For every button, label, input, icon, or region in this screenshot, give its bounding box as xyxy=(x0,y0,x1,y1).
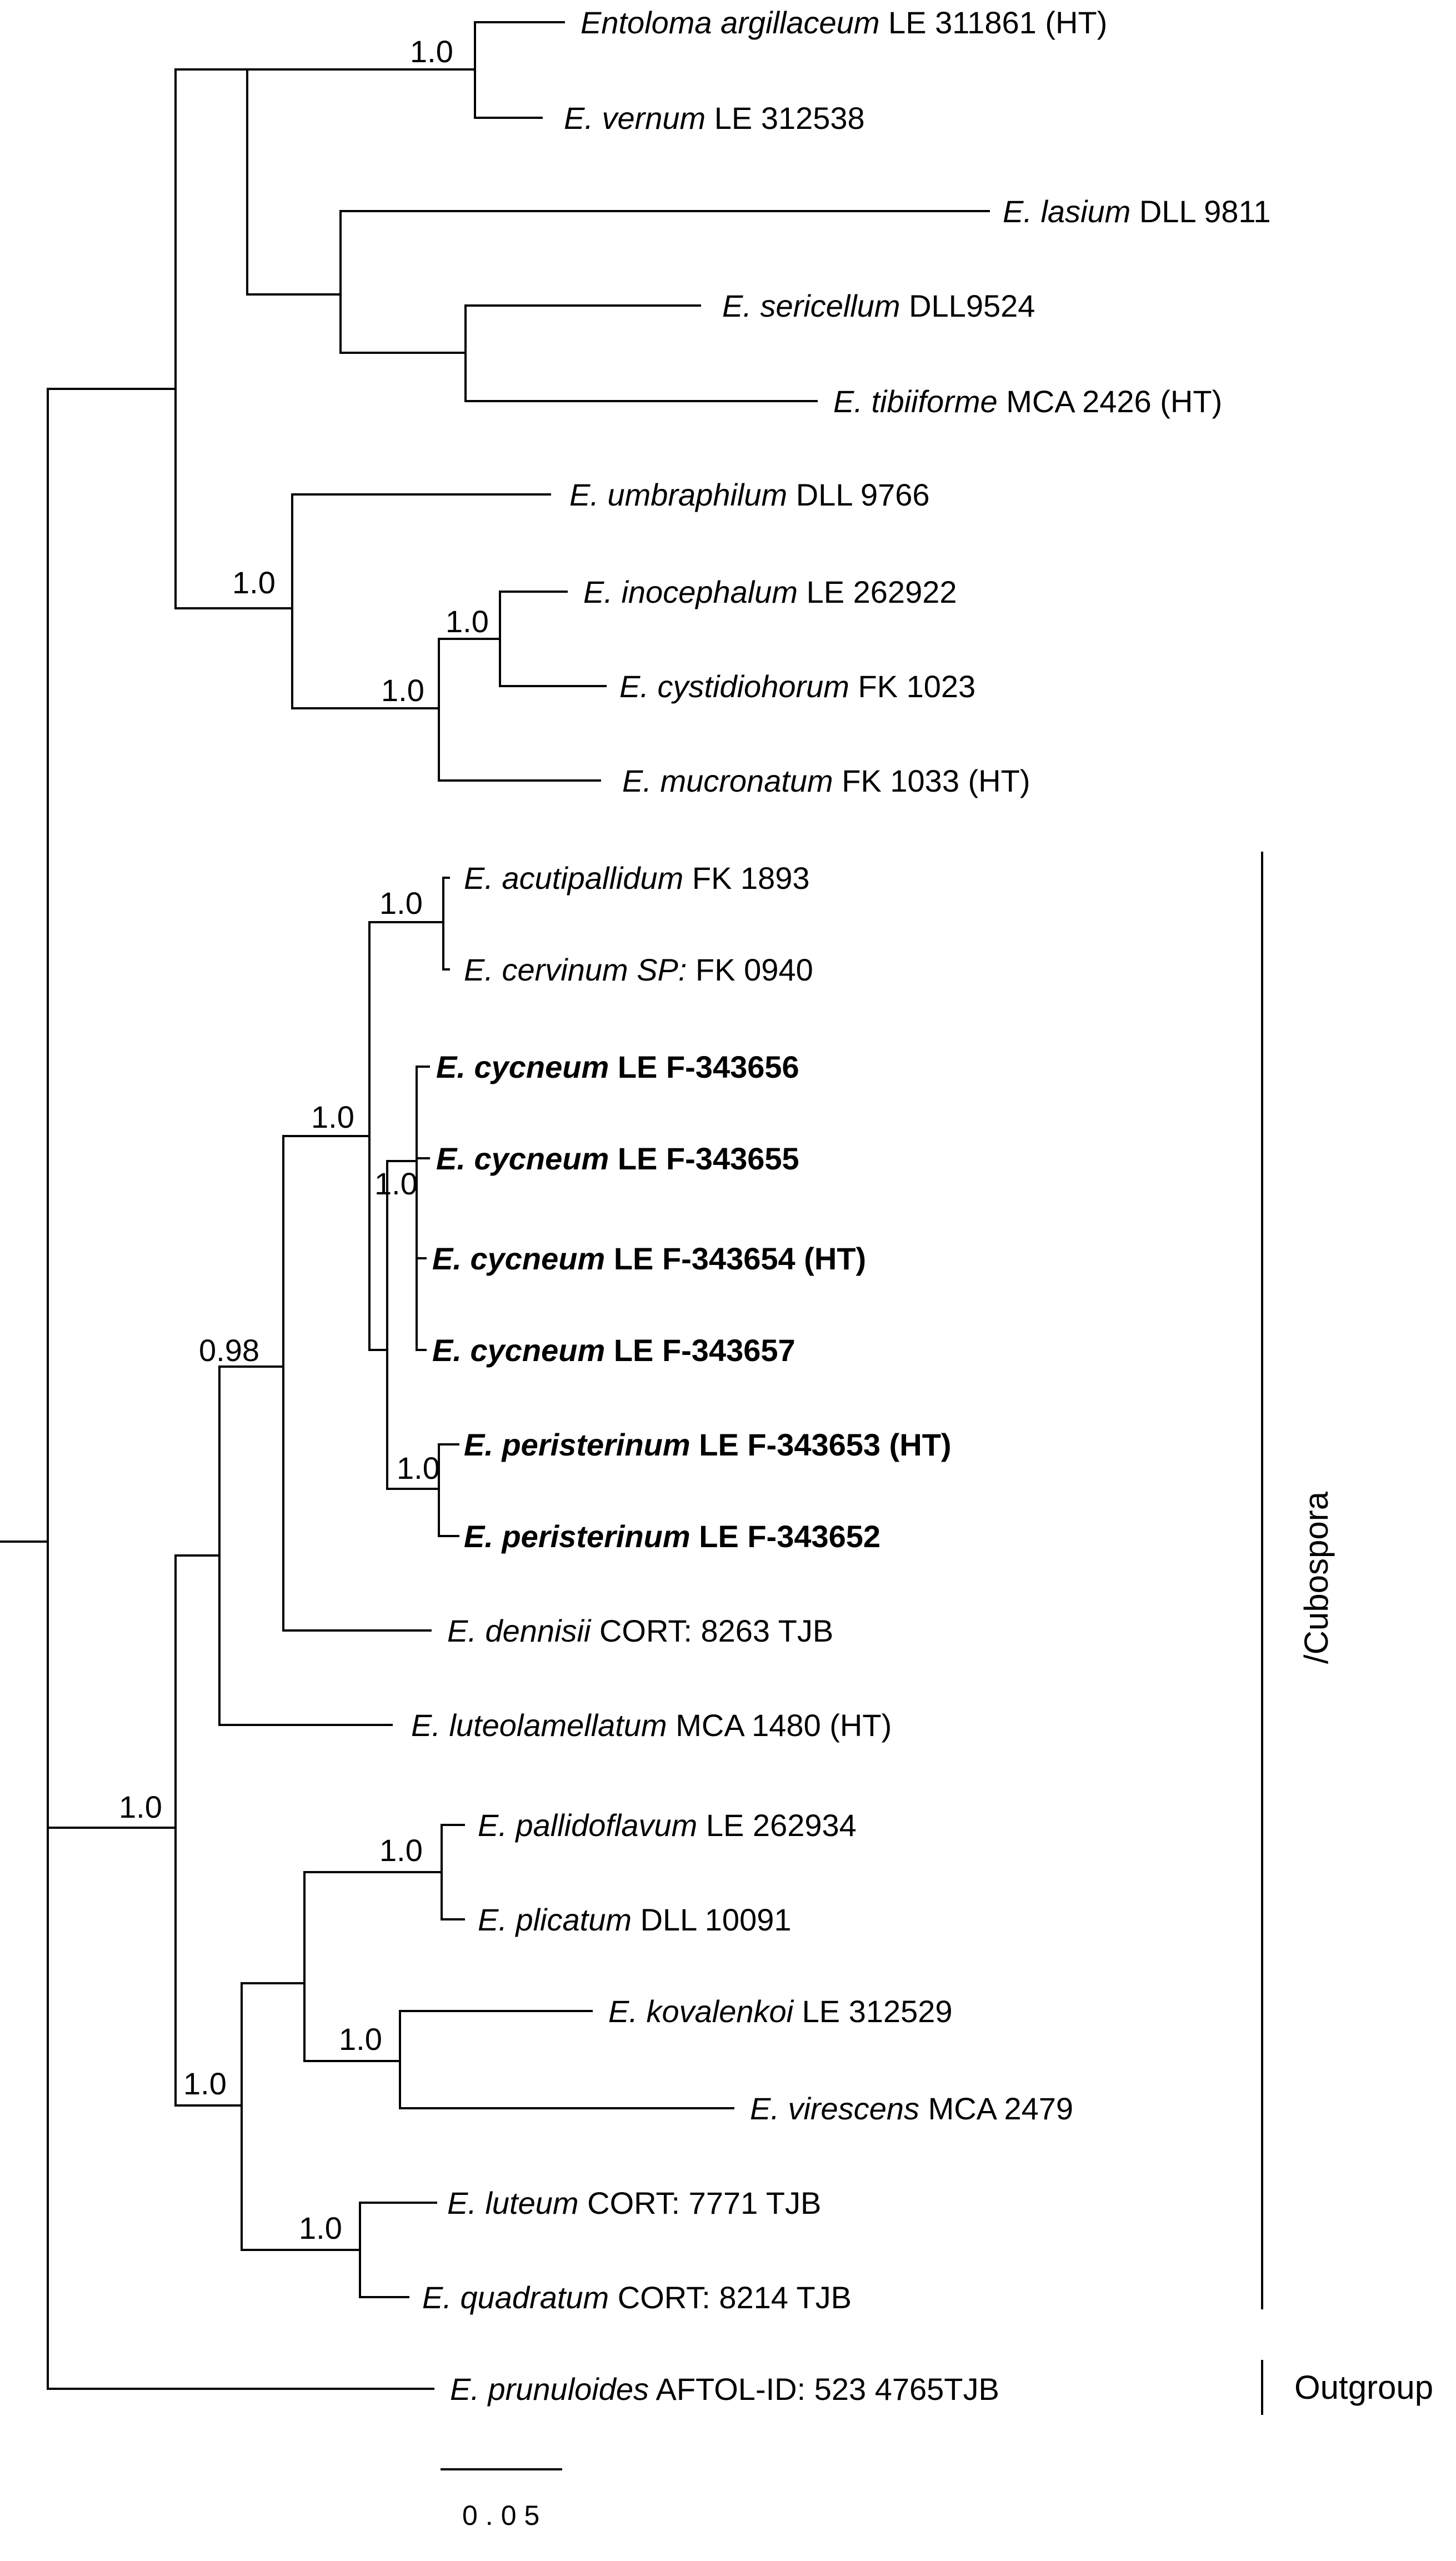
taxon-label: E. luteum CORT: 7771 TJB xyxy=(447,2185,821,2220)
taxon-label: E. umbraphilum DLL 9766 xyxy=(569,477,930,512)
taxon-label-new: E. peristerinum LE F-343652 xyxy=(464,1519,880,1554)
support-value: 1.0 xyxy=(374,1166,418,1201)
taxon-label: E. lasium DLL 9811 xyxy=(1003,194,1271,229)
outgroup-label: Outgroup xyxy=(1294,2369,1433,2406)
taxon-label-new: E. cycneum LE F-343655 xyxy=(436,1141,799,1176)
taxon-label-new: E. cycneum LE F-343657 xyxy=(432,1333,795,1368)
taxon-labels: Entoloma argillaceum LE 311861 (HT) E. v… xyxy=(411,5,1271,2407)
taxon-label: E. tibiiforme MCA 2426 (HT) xyxy=(833,384,1222,419)
support-value: 1.0 xyxy=(381,673,424,708)
support-value: 1.0 xyxy=(379,1833,423,1868)
taxon-label: E. dennisii CORT: 8263 TJB xyxy=(447,1613,833,1648)
support-value: 1.0 xyxy=(397,1450,440,1485)
support-value: 0.98 xyxy=(199,1333,259,1368)
taxon-label: E. inocephalum LE 262922 xyxy=(583,574,957,609)
taxon-label-new: E. cycneum LE F-343654 (HT) xyxy=(432,1241,866,1276)
taxon-label: E. virescens MCA 2479 xyxy=(750,2091,1073,2126)
support-value: 1.0 xyxy=(299,2210,342,2245)
taxon-label-new: E. cycneum LE F-343656 xyxy=(436,1049,799,1084)
taxon-label: E. kovalenkoi LE 312529 xyxy=(608,1994,953,2029)
taxon-label-new: E. peristerinum LE F-343653 (HT) xyxy=(464,1427,952,1462)
taxon-label: E. luteolamellatum MCA 1480 (HT) xyxy=(411,1708,892,1743)
taxon-label: E. vernum LE 312538 xyxy=(564,101,865,136)
support-value: 1.0 xyxy=(410,34,453,69)
scale-bar-label: 0.05 xyxy=(462,2500,547,2531)
taxon-label: Entoloma argillaceum LE 311861 (HT) xyxy=(581,5,1107,40)
cubospora-label: /Cubospora xyxy=(1298,1491,1335,1664)
support-values: 1.0 1.0 1.0 1.0 1.0 1.0 1.0 1.0 0.98 1.0… xyxy=(119,34,489,2245)
support-value: 1.0 xyxy=(119,1789,162,1824)
taxon-label: E. sericellum DLL9524 xyxy=(722,288,1035,323)
taxon-label: E. pallidoflavum LE 262934 xyxy=(478,1808,857,1843)
taxon-label: E. quadratum CORT: 8214 TJB xyxy=(422,2280,852,2315)
support-value: 1.0 xyxy=(183,2066,227,2101)
support-value: 1.0 xyxy=(311,1099,354,1134)
taxon-label: E. cystidiohorum FK 1023 xyxy=(619,669,975,704)
support-value: 1.0 xyxy=(232,565,276,600)
support-value: 1.0 xyxy=(446,604,489,639)
support-value: 1.0 xyxy=(339,2022,382,2057)
taxon-label: E. mucronatum FK 1033 (HT) xyxy=(622,763,1030,798)
support-value: 1.0 xyxy=(379,886,423,921)
taxon-label: E. acutipallidum FK 1893 xyxy=(464,861,810,896)
taxon-label: E. cervinum SP: FK 0940 xyxy=(464,952,813,987)
taxon-label: E. plicatum DLL 10091 xyxy=(478,1902,792,1937)
taxon-label: E. prunuloides AFTOL-ID: 523 4765TJB xyxy=(450,2372,999,2407)
tree-branches xyxy=(0,21,1263,2470)
